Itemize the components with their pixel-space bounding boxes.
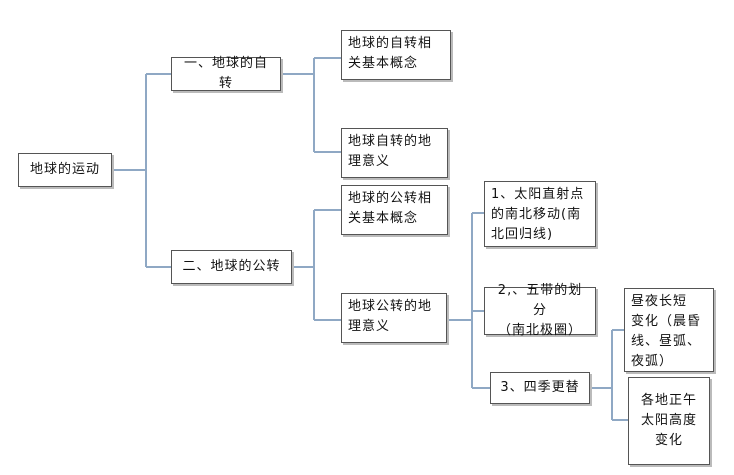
- node-rotation-meaning: 地球自转的地 理意义: [341, 128, 448, 178]
- node-five-zones: 2,、五带的划分 （南北极圈）: [484, 283, 596, 338]
- node-noon-sun-altitude: 各地正午 太阳高度 变化: [628, 377, 710, 465]
- node-sun-direct-point: 1、太阳直射点 的南北移动(南 北回归线): [484, 181, 596, 247]
- node-rotation: 一、地球的自转: [171, 56, 281, 91]
- node-revolution-meaning: 地球公转的地 理意义: [341, 293, 447, 343]
- node-revolution: 二、地球的公转: [171, 250, 292, 284]
- node-revolution-concepts: 地球的公转相 关基本概念: [341, 185, 448, 235]
- node-day-night-length: 昼夜长短 变化（晨昏 线、昼弧、 夜弧）: [624, 288, 714, 372]
- node-root: 地球的运动: [18, 153, 112, 187]
- node-rotation-concepts: 地球的自转相 关基本概念: [341, 30, 451, 80]
- node-seasons: 3、四季更替: [490, 372, 590, 404]
